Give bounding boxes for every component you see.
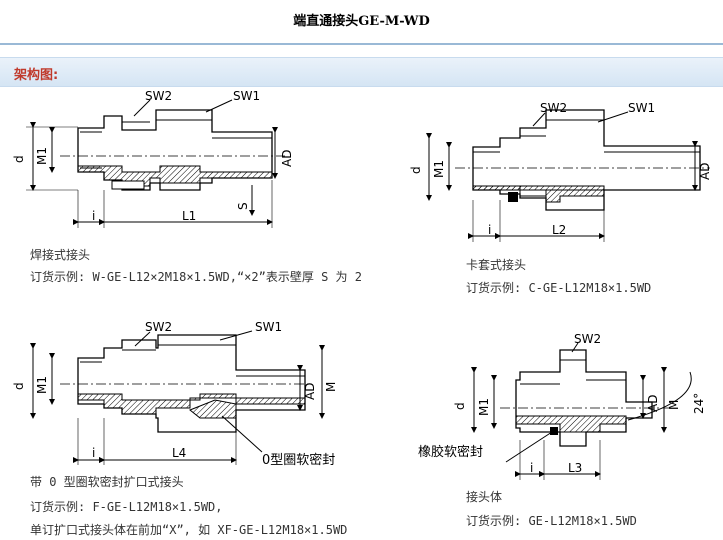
- label-i-b: i: [488, 223, 491, 237]
- section-title: 架构图:: [14, 68, 59, 83]
- label-i-a: i: [92, 209, 95, 223]
- label-sw1-b: SW1: [628, 101, 655, 115]
- order-example-body: 订货示例: GE-L12M18×1.5WD: [466, 514, 637, 528]
- label-d-b: d: [409, 166, 423, 174]
- label-d-c: d: [12, 382, 26, 390]
- label-ad-c: AD: [303, 383, 317, 400]
- label-sw2-c: SW2: [145, 320, 172, 334]
- label-l1-a: L1: [182, 209, 196, 223]
- caption-body: 接头体: [466, 490, 503, 504]
- label-i-c: i: [92, 446, 95, 460]
- caption-welded: 焊接式接头: [30, 248, 91, 262]
- label-l2-b: L2: [552, 223, 566, 237]
- label-sw1-c: SW1: [255, 320, 282, 334]
- label-m1-b: M1: [432, 160, 446, 178]
- label-m1-c: M1: [35, 376, 49, 394]
- label-m-c: M: [324, 382, 338, 392]
- order-example-flared-note: 单订扩口式接头体在前加“X”, 如 XF-GE-L12M18×1.5WD: [30, 523, 348, 537]
- label-m1-a: M1: [35, 147, 49, 165]
- diagram-body: SW2 d M1 AD M 24° i L3 橡胶软密封: [418, 332, 706, 480]
- label-s-a: S: [236, 202, 250, 210]
- label-d-a: d: [12, 155, 26, 163]
- label-ad-b: AD: [698, 163, 712, 180]
- diagram-bite: SW2 SW1 d M1 AD i L2: [409, 101, 712, 242]
- label-ad-a: AD: [280, 150, 294, 167]
- label-d-d: d: [453, 402, 467, 410]
- label-rubber-seal: 橡胶软密封: [418, 444, 483, 460]
- order-example-bite: 订货示例: C-GE-L12M18×1.5WD: [466, 281, 652, 295]
- order-example-flared: 订货示例: F-GE-L12M18×1.5WD,: [30, 500, 223, 514]
- label-sw2-d: SW2: [574, 332, 601, 346]
- diagram-flared: SW2 SW1 d M1 AD M i L4 0型圈软密封: [12, 320, 338, 468]
- label-i-d: i: [530, 461, 533, 475]
- diagram-welded: SW2 SW1 d M1 AD i L1 S: [12, 89, 294, 228]
- label-m1-d: M1: [477, 398, 491, 416]
- label-ad-d: AD: [646, 395, 660, 412]
- label-sw1-a: SW1: [233, 89, 260, 103]
- label-l3-d: L3: [568, 461, 582, 475]
- label-m-d: M: [667, 400, 681, 410]
- order-example-welded: 订货示例: W-GE-L12×2M18×1.5WD,“×2”表示壁厚 S 为 2: [30, 270, 362, 284]
- title-divider: [0, 43, 723, 45]
- label-oring-seal: 0型圈软密封: [262, 452, 335, 468]
- page-title: 端直通接头GE-M-WD: [293, 14, 430, 29]
- caption-bite: 卡套式接头: [466, 258, 527, 272]
- label-sw2-a: SW2: [145, 89, 172, 103]
- section-header: 架构图:: [0, 57, 723, 87]
- label-angle-d: 24°: [692, 393, 706, 414]
- label-sw2-b: SW2: [540, 101, 567, 115]
- caption-flared: 带 0 型圈软密封扩口式接头: [30, 475, 184, 489]
- label-l4-c: L4: [172, 446, 186, 460]
